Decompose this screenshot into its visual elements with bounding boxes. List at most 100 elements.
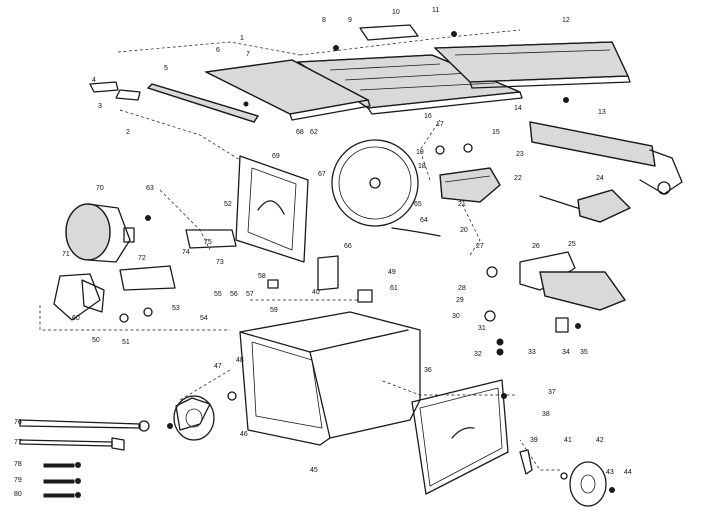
callout-15: 15 [492, 129, 500, 136]
callout-34: 34 [562, 349, 570, 356]
callout-9: 9 [348, 17, 352, 24]
callout-75: 75 [204, 239, 212, 246]
callout-47: 47 [214, 363, 222, 370]
callout-22: 22 [514, 175, 522, 182]
callout-80: 80 [14, 491, 22, 498]
callout-48: 48 [236, 357, 244, 364]
callout-54: 54 [200, 315, 208, 322]
callout-39: 39 [530, 437, 538, 444]
callout-26: 26 [532, 243, 540, 250]
dust-chute [519, 251, 626, 311]
callout-40: 40 [312, 289, 320, 296]
callout-18: 18 [418, 163, 426, 170]
callout-63: 63 [146, 185, 154, 192]
callout-44: 44 [624, 469, 632, 476]
callout-25: 25 [568, 241, 576, 248]
saw-blade [331, 139, 419, 227]
table-insert [359, 24, 419, 41]
center-small-parts [53, 227, 441, 321]
callout-65: 65 [414, 201, 422, 208]
callout-78: 78 [14, 461, 22, 468]
miter-gauge [539, 189, 632, 223]
callout-19: 19 [416, 149, 424, 156]
callout-38: 38 [542, 411, 550, 418]
callout-14: 14 [514, 105, 522, 112]
rip-fence [529, 121, 683, 195]
callout-52: 52 [224, 201, 232, 208]
callout-51: 51 [122, 339, 130, 346]
callout-7: 7 [246, 51, 250, 58]
callout-60: 60 [72, 315, 80, 322]
callout-49: 49 [388, 269, 396, 276]
blade-guard [439, 167, 501, 203]
callout-77: 77 [14, 439, 22, 446]
callout-16: 16 [424, 113, 432, 120]
callout-64: 64 [420, 217, 428, 224]
callout-10: 10 [392, 9, 400, 16]
callout-50: 50 [92, 337, 100, 344]
callout-72: 72 [138, 255, 146, 262]
callout-57: 57 [246, 291, 254, 298]
callout-58: 58 [258, 273, 266, 280]
callout-23: 23 [516, 151, 524, 158]
callout-3: 3 [98, 103, 102, 110]
front-rail [146, 83, 259, 123]
table-extension-left [204, 59, 371, 121]
wrench-77 [19, 437, 125, 451]
callout-35: 35 [580, 349, 588, 356]
callout-17: 17 [436, 121, 444, 128]
callout-11: 11 [432, 7, 439, 14]
callout-43: 43 [606, 469, 614, 476]
callout-33: 33 [528, 349, 536, 356]
callout-36: 36 [424, 367, 432, 374]
wrench-76 [19, 419, 150, 432]
callout-20: 20 [460, 227, 468, 234]
callout-70: 70 [96, 185, 104, 192]
screw-set [43, 462, 81, 498]
callout-66: 66 [344, 243, 352, 250]
callout-55: 55 [214, 291, 222, 298]
callout-74: 74 [182, 249, 190, 256]
callout-42: 42 [596, 437, 604, 444]
callout-6: 6 [216, 47, 220, 54]
callout-46: 46 [240, 431, 248, 438]
callout-45: 45 [310, 467, 318, 474]
callout-67: 67 [318, 171, 326, 178]
callout-53: 53 [172, 305, 180, 312]
callout-8: 8 [322, 17, 326, 24]
callout-79: 79 [14, 477, 22, 484]
callout-61: 61 [390, 285, 398, 292]
callout-1: 1 [240, 35, 244, 42]
motor [65, 203, 135, 263]
callout-73: 73 [216, 259, 224, 266]
callout-13: 13 [598, 109, 606, 116]
callout-21: 21 [458, 201, 466, 208]
handwheel-left [173, 395, 215, 441]
callout-41: 41 [564, 437, 572, 444]
callout-27: 27 [476, 243, 484, 250]
callout-76: 76 [14, 419, 22, 426]
callout-24: 24 [596, 175, 604, 182]
callout-12: 12 [562, 17, 570, 24]
callout-31: 31 [478, 325, 486, 332]
callout-59: 59 [270, 307, 278, 314]
fasteners [89, 31, 615, 493]
callout-2: 2 [126, 129, 130, 136]
callout-71: 71 [62, 251, 70, 258]
callout-5: 5 [164, 65, 168, 72]
table-extension-right [433, 41, 631, 89]
side-panel [411, 379, 509, 495]
callout-32: 32 [474, 351, 482, 358]
callout-37: 37 [548, 389, 556, 396]
callout-62: 62 [310, 129, 318, 136]
callout-30: 30 [452, 313, 460, 320]
callout-29: 29 [456, 297, 464, 304]
callout-68: 68 [296, 129, 304, 136]
cabinet-base [239, 311, 421, 446]
callout-56: 56 [230, 291, 238, 298]
callout-69: 69 [272, 153, 280, 160]
handwheel-right [569, 461, 607, 507]
